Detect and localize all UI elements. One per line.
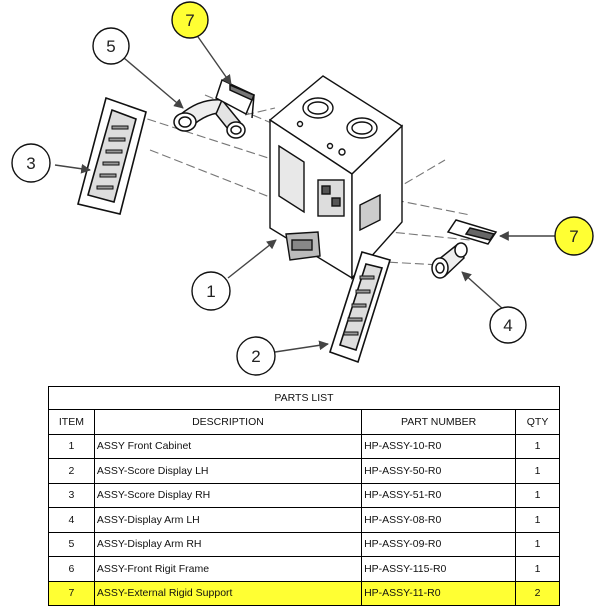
table-row: 4 ASSY-Display Arm LH HP-ASSY-08-R0 1 (48, 507, 560, 533)
table-row: 1 ASSY Front Cabinet HP-ASSY-10-R0 1 (48, 433, 560, 459)
callout-label: 4 (503, 316, 512, 335)
qty-cell: 1 (515, 458, 560, 484)
callout-2: 2 (236, 336, 276, 376)
item-cell: 7 (48, 580, 95, 606)
table-row: 6 ASSY-Front Rigit Frame HP-ASSY-115-R0 … (48, 556, 560, 582)
callout-4: 4 (489, 306, 527, 344)
description-cell: ASSY-Score Display LH (93, 458, 363, 484)
part-number-cell: HP-ASSY-50-R0 (361, 458, 517, 484)
item-cell: 6 (48, 556, 95, 582)
callout-label: 1 (206, 282, 215, 301)
qty-cell: 1 (515, 507, 560, 533)
callout-label: 7 (569, 227, 578, 246)
callout-3: 3 (11, 143, 51, 183)
display-arm-lh-part (431, 242, 468, 279)
part-number-cell: HP-ASSY-10-R0 (361, 433, 517, 459)
score-display-lh-part (329, 251, 392, 364)
display-arm-rh-part (173, 98, 246, 139)
item-cell: 5 (48, 531, 95, 557)
part-number-cell: HP-ASSY-08-R0 (361, 507, 517, 533)
description-cell: ASSY-Front Rigit Frame (93, 556, 363, 582)
exploded-assembly-diagram: 7 5 3 1 2 4 7 (11, 1, 594, 376)
external-rigid-support-right-part (446, 219, 498, 245)
description-cell: ASSY-External Rigid Support (93, 580, 363, 606)
callout-label: 7 (185, 11, 194, 30)
table-row-highlighted: 7 ASSY-External Rigid Support HP-ASSY-11… (48, 580, 560, 606)
part-number-cell: HP-ASSY-115-R0 (361, 556, 517, 582)
callout-5: 5 (92, 27, 130, 65)
header-item: ITEM (48, 409, 95, 435)
score-display-rh-part (77, 96, 147, 215)
item-cell: 4 (48, 507, 95, 533)
callout-7-right: 7 (554, 216, 594, 256)
description-cell: ASSY-Score Display RH (93, 482, 363, 508)
parts-list-header-row: ITEM DESCRIPTION PART NUMBER QTY (48, 409, 560, 435)
qty-cell: 1 (515, 433, 560, 459)
front-cabinet-part (268, 75, 404, 280)
callout-label: 3 (26, 154, 35, 173)
part-number-cell: HP-ASSY-09-R0 (361, 531, 517, 557)
qty-cell: 1 (515, 531, 560, 557)
table-row: 2 ASSY-Score Display LH HP-ASSY-50-R0 1 (48, 458, 560, 484)
qty-cell: 1 (515, 482, 560, 508)
callout-label: 5 (106, 37, 115, 56)
external-rigid-support-top-part (215, 78, 255, 119)
callout-label: 2 (251, 347, 260, 366)
callout-leader-lines (54, 33, 555, 353)
table-row: 3 ASSY-Score Display RH HP-ASSY-51-R0 1 (48, 482, 560, 508)
part-number-cell: HP-ASSY-51-R0 (361, 482, 517, 508)
item-cell: 1 (48, 433, 95, 459)
parts-list-table: PARTS LIST ITEM DESCRIPTION PART NUMBER … (48, 386, 560, 606)
header-part-number: PART NUMBER (361, 409, 517, 435)
description-cell: ASSY-Display Arm LH (93, 507, 363, 533)
header-description: DESCRIPTION (93, 409, 363, 435)
description-cell: ASSY Front Cabinet (93, 433, 363, 459)
qty-cell: 2 (515, 580, 560, 606)
item-cell: 2 (48, 458, 95, 484)
callout-7-top: 7 (171, 1, 209, 39)
part-number-cell: HP-ASSY-11-R0 (361, 580, 517, 606)
table-row: 5 ASSY-Display Arm RH HP-ASSY-09-R0 1 (48, 531, 560, 557)
parts-list-title: PARTS LIST (48, 386, 560, 410)
description-cell: ASSY-Display Arm RH (93, 531, 363, 557)
callout-1: 1 (191, 271, 231, 311)
qty-cell: 1 (515, 556, 560, 582)
item-cell: 3 (48, 482, 95, 508)
header-qty: QTY (515, 409, 560, 435)
